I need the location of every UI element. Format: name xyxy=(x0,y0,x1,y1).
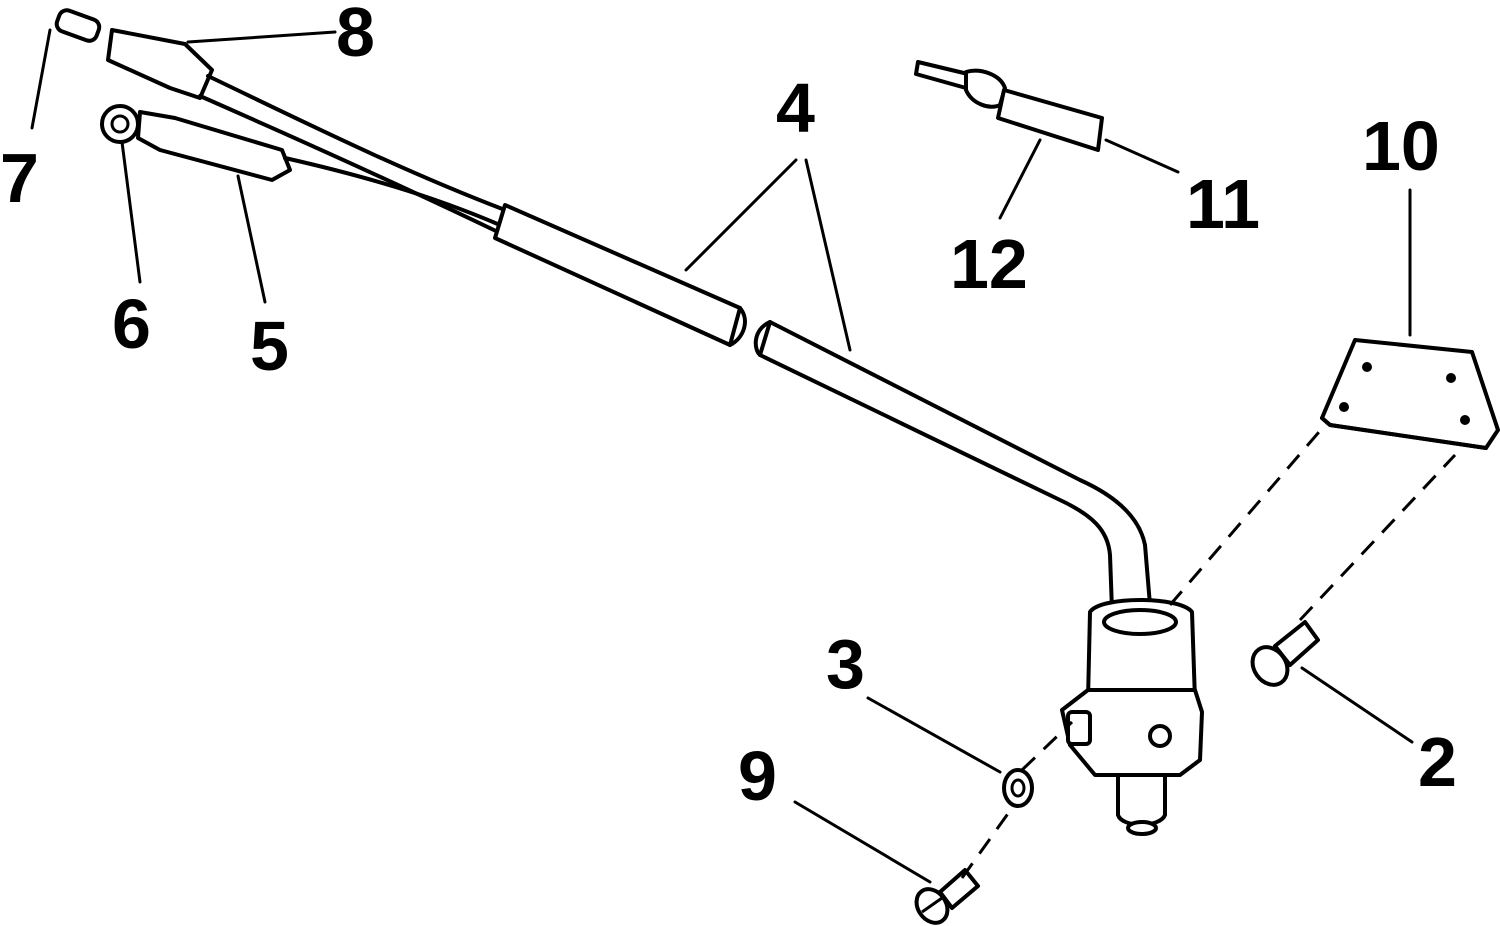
screw-part-2 xyxy=(1250,620,1320,687)
callout-10: 10 xyxy=(1362,107,1440,185)
callout-6: 6 xyxy=(112,285,151,363)
mounting-bracket-part-10 xyxy=(1320,338,1500,450)
assembly-dashed-lines xyxy=(960,424,1457,879)
callout-4: 4 xyxy=(776,69,815,147)
callout-8: 8 xyxy=(336,0,375,71)
callout-12: 12 xyxy=(950,225,1028,303)
wiring-harness-part-4 xyxy=(493,203,1152,612)
callout-leader-lines xyxy=(30,28,1414,884)
callout-numbers: 7 8 6 5 4 12 11 10 3 9 2 xyxy=(0,0,1457,815)
callout-3: 3 xyxy=(826,625,865,703)
sensor-body xyxy=(1060,598,1204,836)
screw-part-9 xyxy=(914,868,980,925)
callout-9: 9 xyxy=(738,737,777,815)
wire-lead-lines xyxy=(198,74,507,234)
bullet-connector-part-7-8 xyxy=(54,8,214,100)
ring-terminal-part-5-6 xyxy=(100,104,292,182)
callout-7: 7 xyxy=(0,139,39,217)
connector-part-11-12 xyxy=(914,60,1104,152)
lock-washer-part-3 xyxy=(1002,768,1034,808)
callout-11: 11 xyxy=(1186,165,1260,243)
callout-2: 2 xyxy=(1418,723,1457,801)
callout-5: 5 xyxy=(250,307,289,385)
